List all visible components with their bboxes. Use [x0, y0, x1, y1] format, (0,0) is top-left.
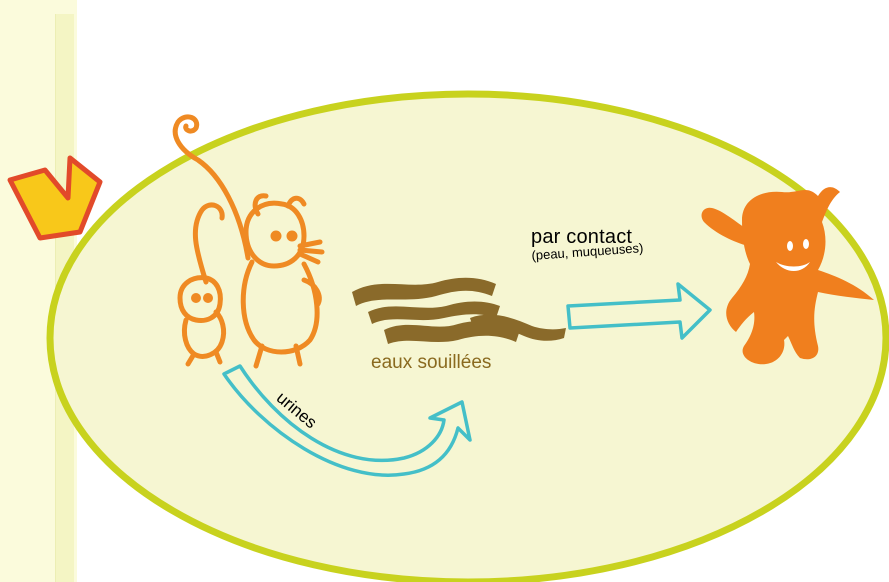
- chevron-arrow-icon: [10, 158, 100, 238]
- water-label: eaux souillées: [371, 352, 491, 374]
